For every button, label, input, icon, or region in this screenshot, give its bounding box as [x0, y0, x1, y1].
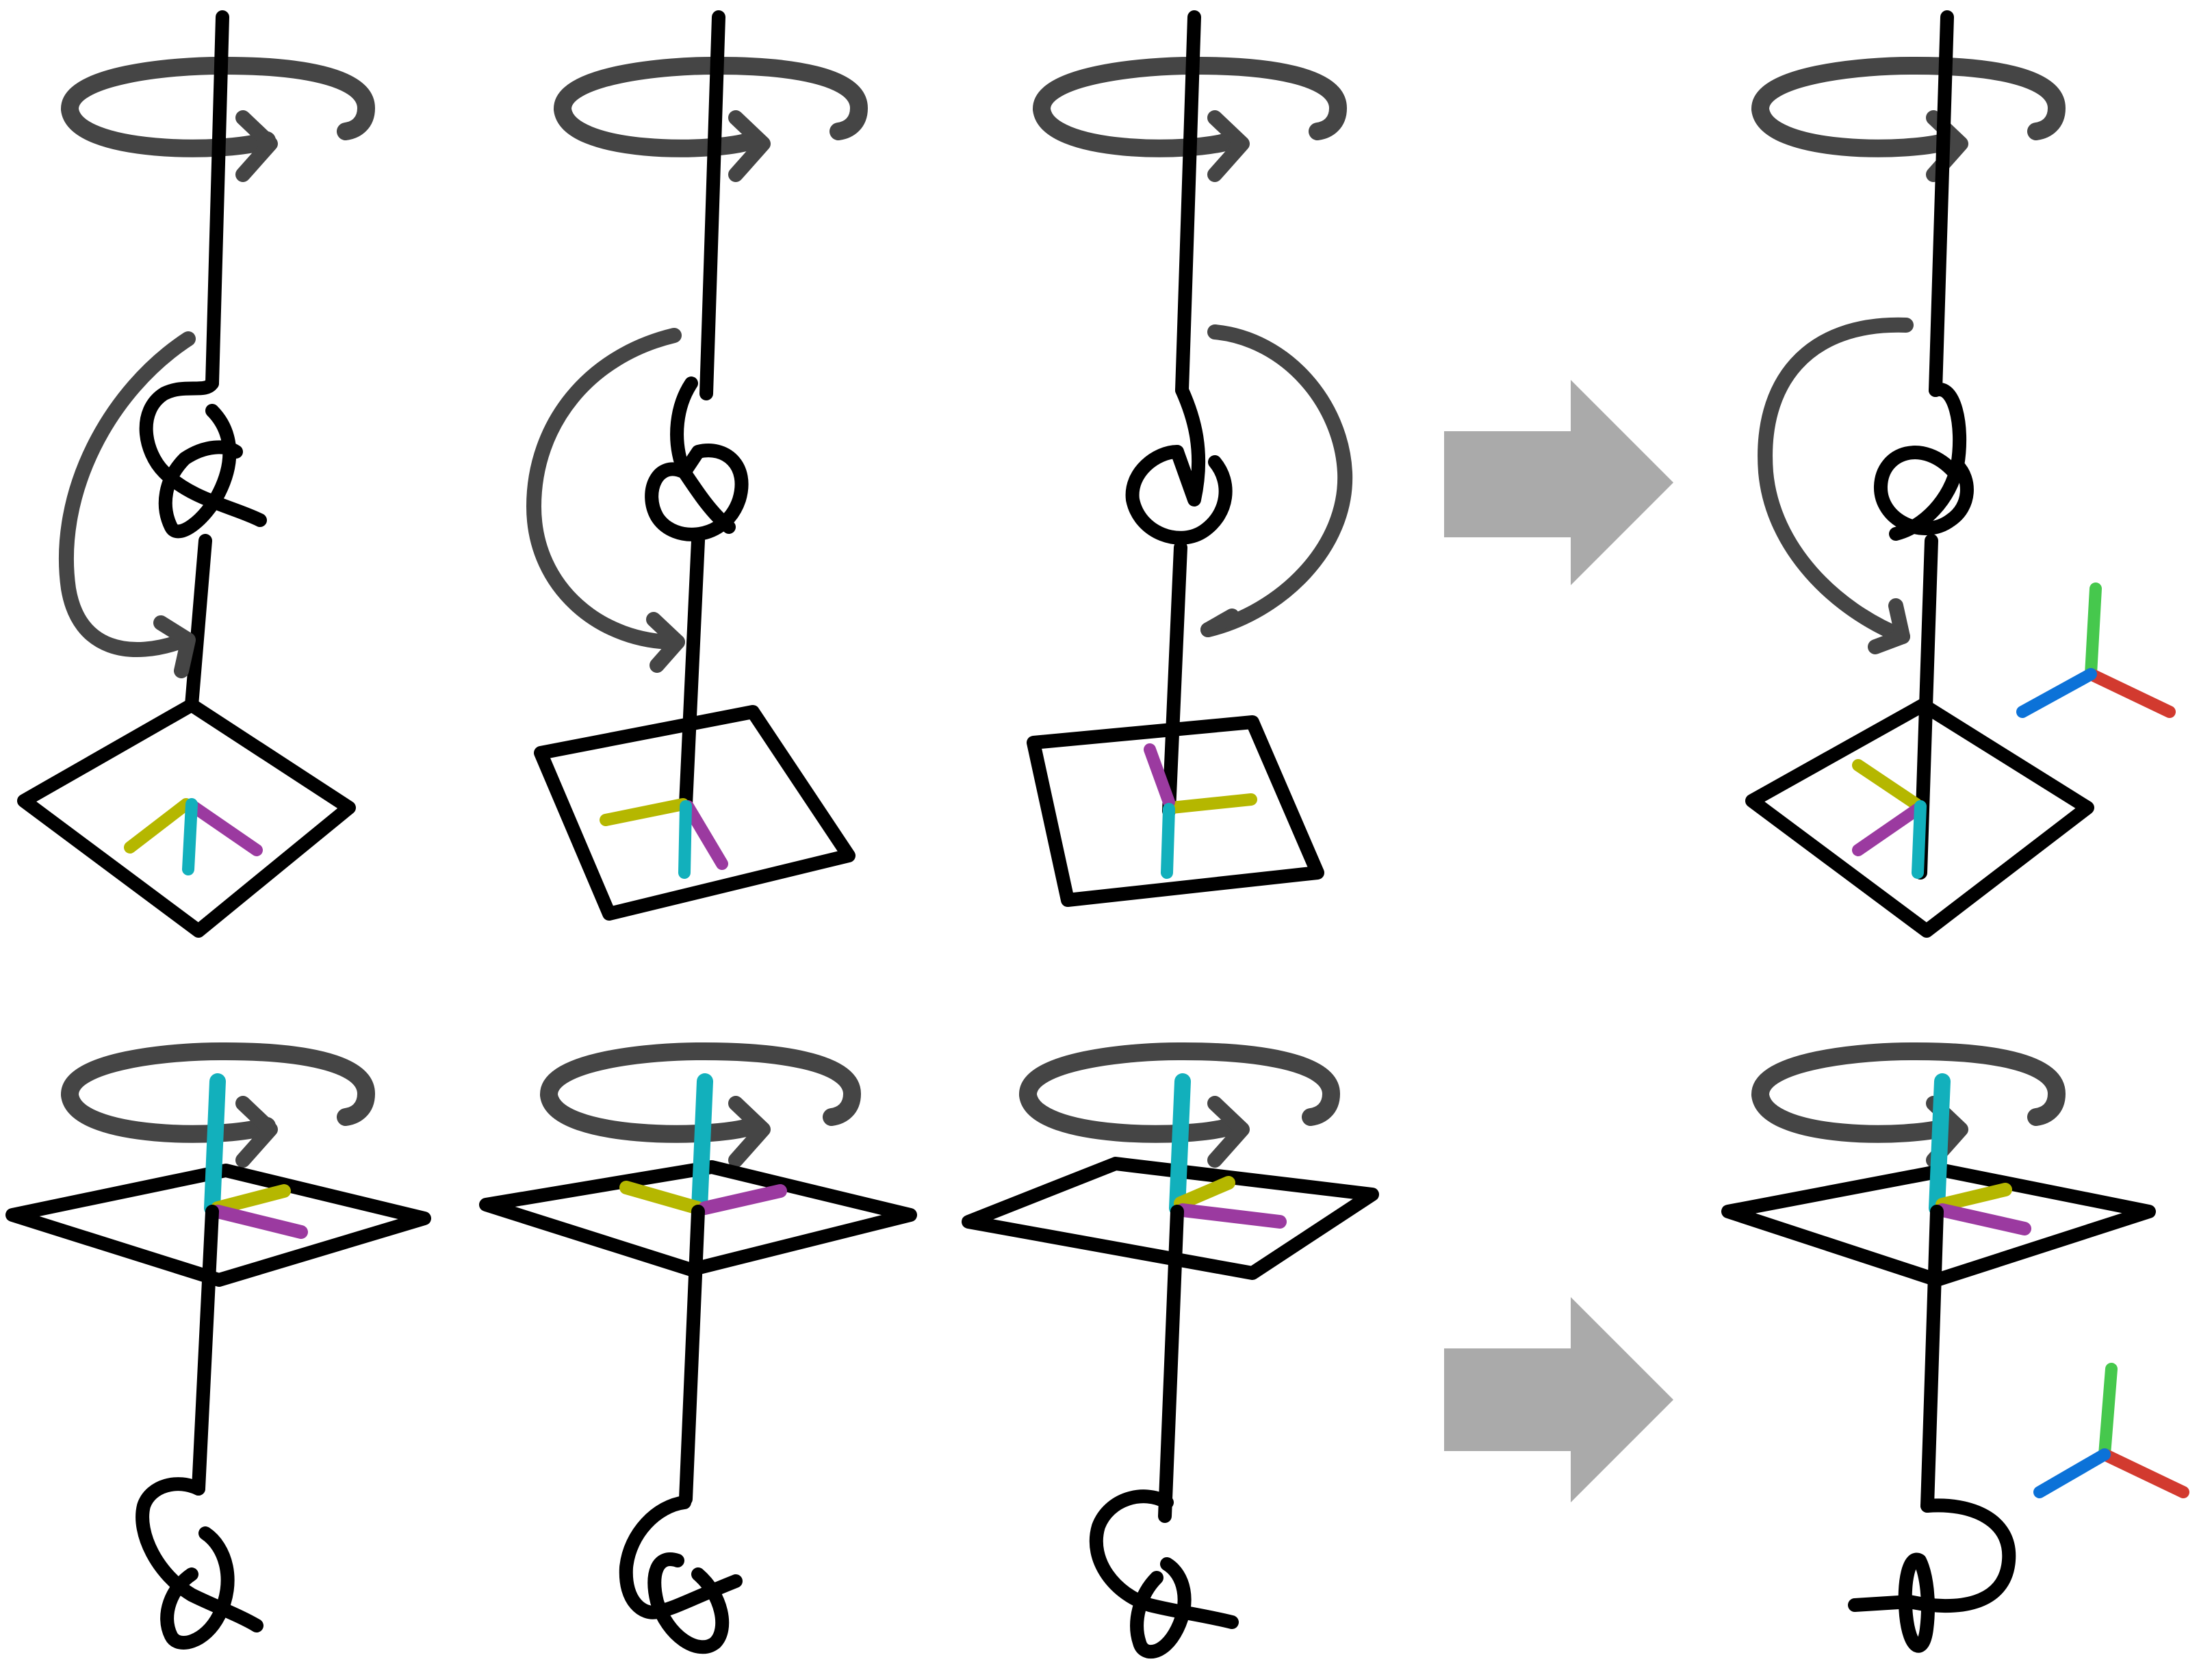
- frame-square: [479, 1160, 917, 1277]
- flip-arrow-icon: [1200, 324, 1353, 637]
- world-z-axis: [2016, 668, 2097, 718]
- knot-strand-b: [645, 444, 749, 541]
- local-axis-c: [1912, 800, 1927, 879]
- local-axis-a: [1174, 1176, 1235, 1210]
- twist-arrow-icon: [1751, 1042, 2066, 1168]
- local-axis-b: [698, 1184, 787, 1215]
- frame-square: [5, 1164, 431, 1287]
- local-axis-b: [1144, 743, 1175, 808]
- world-z-axis: [2033, 1448, 2111, 1498]
- right-arrow-icon: [1444, 1297, 1673, 1502]
- local-axis-a: [1166, 793, 1257, 814]
- local-axis-a: [124, 798, 192, 854]
- flip-arrow-icon: [526, 328, 685, 673]
- frame-square: [17, 698, 356, 938]
- knot-strand-b: [1874, 446, 1974, 535]
- local-axis-b: [682, 800, 728, 870]
- rope-lower: [1162, 541, 1187, 818]
- rope-upper: [1929, 10, 1954, 397]
- flip-arrow-icon: [1758, 317, 1914, 654]
- right-arrow-icon: [1444, 380, 1673, 585]
- coordinate-frame-icon: [2016, 582, 2176, 718]
- flip-arrow-icon: [58, 331, 196, 678]
- world-x-axis: [2098, 1448, 2189, 1498]
- knot-strand-a: [619, 1496, 743, 1619]
- local-axis-b: [1852, 803, 1924, 856]
- knot-strand-b: [1898, 1552, 1935, 1653]
- rope-lower: [185, 534, 212, 712]
- knot-strand-b: [158, 404, 243, 539]
- frame-square: [1745, 698, 2094, 938]
- local-axis-c: [182, 798, 198, 875]
- local-axis-c: [691, 1073, 713, 1216]
- knot-strand-a: [1848, 1498, 2016, 1613]
- local-axis-c: [1169, 1073, 1191, 1216]
- local-axis-a: [1852, 759, 1922, 810]
- twist-arrow-icon: [554, 56, 868, 182]
- local-axis-a: [211, 1184, 291, 1215]
- frame-square: [962, 1157, 1379, 1280]
- knot-strand-b: [160, 1526, 235, 1650]
- rope-upper: [699, 10, 725, 400]
- top-panel-1: [17, 10, 375, 938]
- local-axis-c: [204, 1073, 226, 1216]
- rope-lower: [192, 1205, 219, 1496]
- top-panel-2: [526, 10, 868, 921]
- local-axis-c: [678, 800, 692, 879]
- twist-arrow-icon: [61, 56, 375, 182]
- knot-strand-b: [647, 1552, 730, 1654]
- twist-arrow-icon: [1019, 1042, 1340, 1168]
- rope-lower: [1920, 1205, 1944, 1513]
- twist-arrow-icon: [1033, 56, 1347, 182]
- local-axis-c: [1161, 803, 1175, 879]
- local-axis-a: [600, 798, 689, 826]
- rope-lower: [1158, 1205, 1184, 1523]
- frame-square: [1027, 715, 1324, 907]
- twist-arrow-icon: [61, 1042, 375, 1168]
- frame-square: [1721, 1164, 2156, 1287]
- local-axis-a: [1936, 1183, 2012, 1212]
- world-y-axis: [2098, 1363, 2118, 1461]
- local-axis-b: [1936, 1203, 2031, 1235]
- knot-strand-a: [1170, 383, 1206, 507]
- top-panel-result: [1745, 10, 2176, 938]
- rope-upper: [1175, 10, 1201, 397]
- twist-arrow-icon: [1751, 56, 2066, 182]
- local-axis-c: [1929, 1073, 1951, 1216]
- knot-strand-a: [136, 1477, 263, 1632]
- world-y-axis: [2085, 582, 2102, 680]
- coordinate-frame-icon: [2033, 1363, 2189, 1498]
- bottom-panel-result: [1721, 1042, 2189, 1653]
- rope-lower: [679, 1205, 705, 1506]
- knot-strand-b: [1130, 1557, 1192, 1659]
- bottom-panel-2: [479, 1042, 917, 1654]
- twist-arrow-icon: [540, 1042, 861, 1168]
- rope-upper: [205, 10, 229, 390]
- bottom-panel-3: [962, 1042, 1379, 1659]
- frame-square: [534, 705, 856, 921]
- world-x-axis: [2085, 668, 2176, 718]
- top-panel-3: [1027, 10, 1353, 907]
- rope-lower: [679, 534, 705, 811]
- knot-strand-b: [1125, 445, 1233, 545]
- local-axis-b: [211, 1205, 308, 1239]
- local-axis-a: [619, 1181, 705, 1215]
- local-axis-b: [187, 800, 263, 856]
- bottom-panel-1: [5, 1042, 431, 1650]
- local-axis-b: [1176, 1203, 1287, 1229]
